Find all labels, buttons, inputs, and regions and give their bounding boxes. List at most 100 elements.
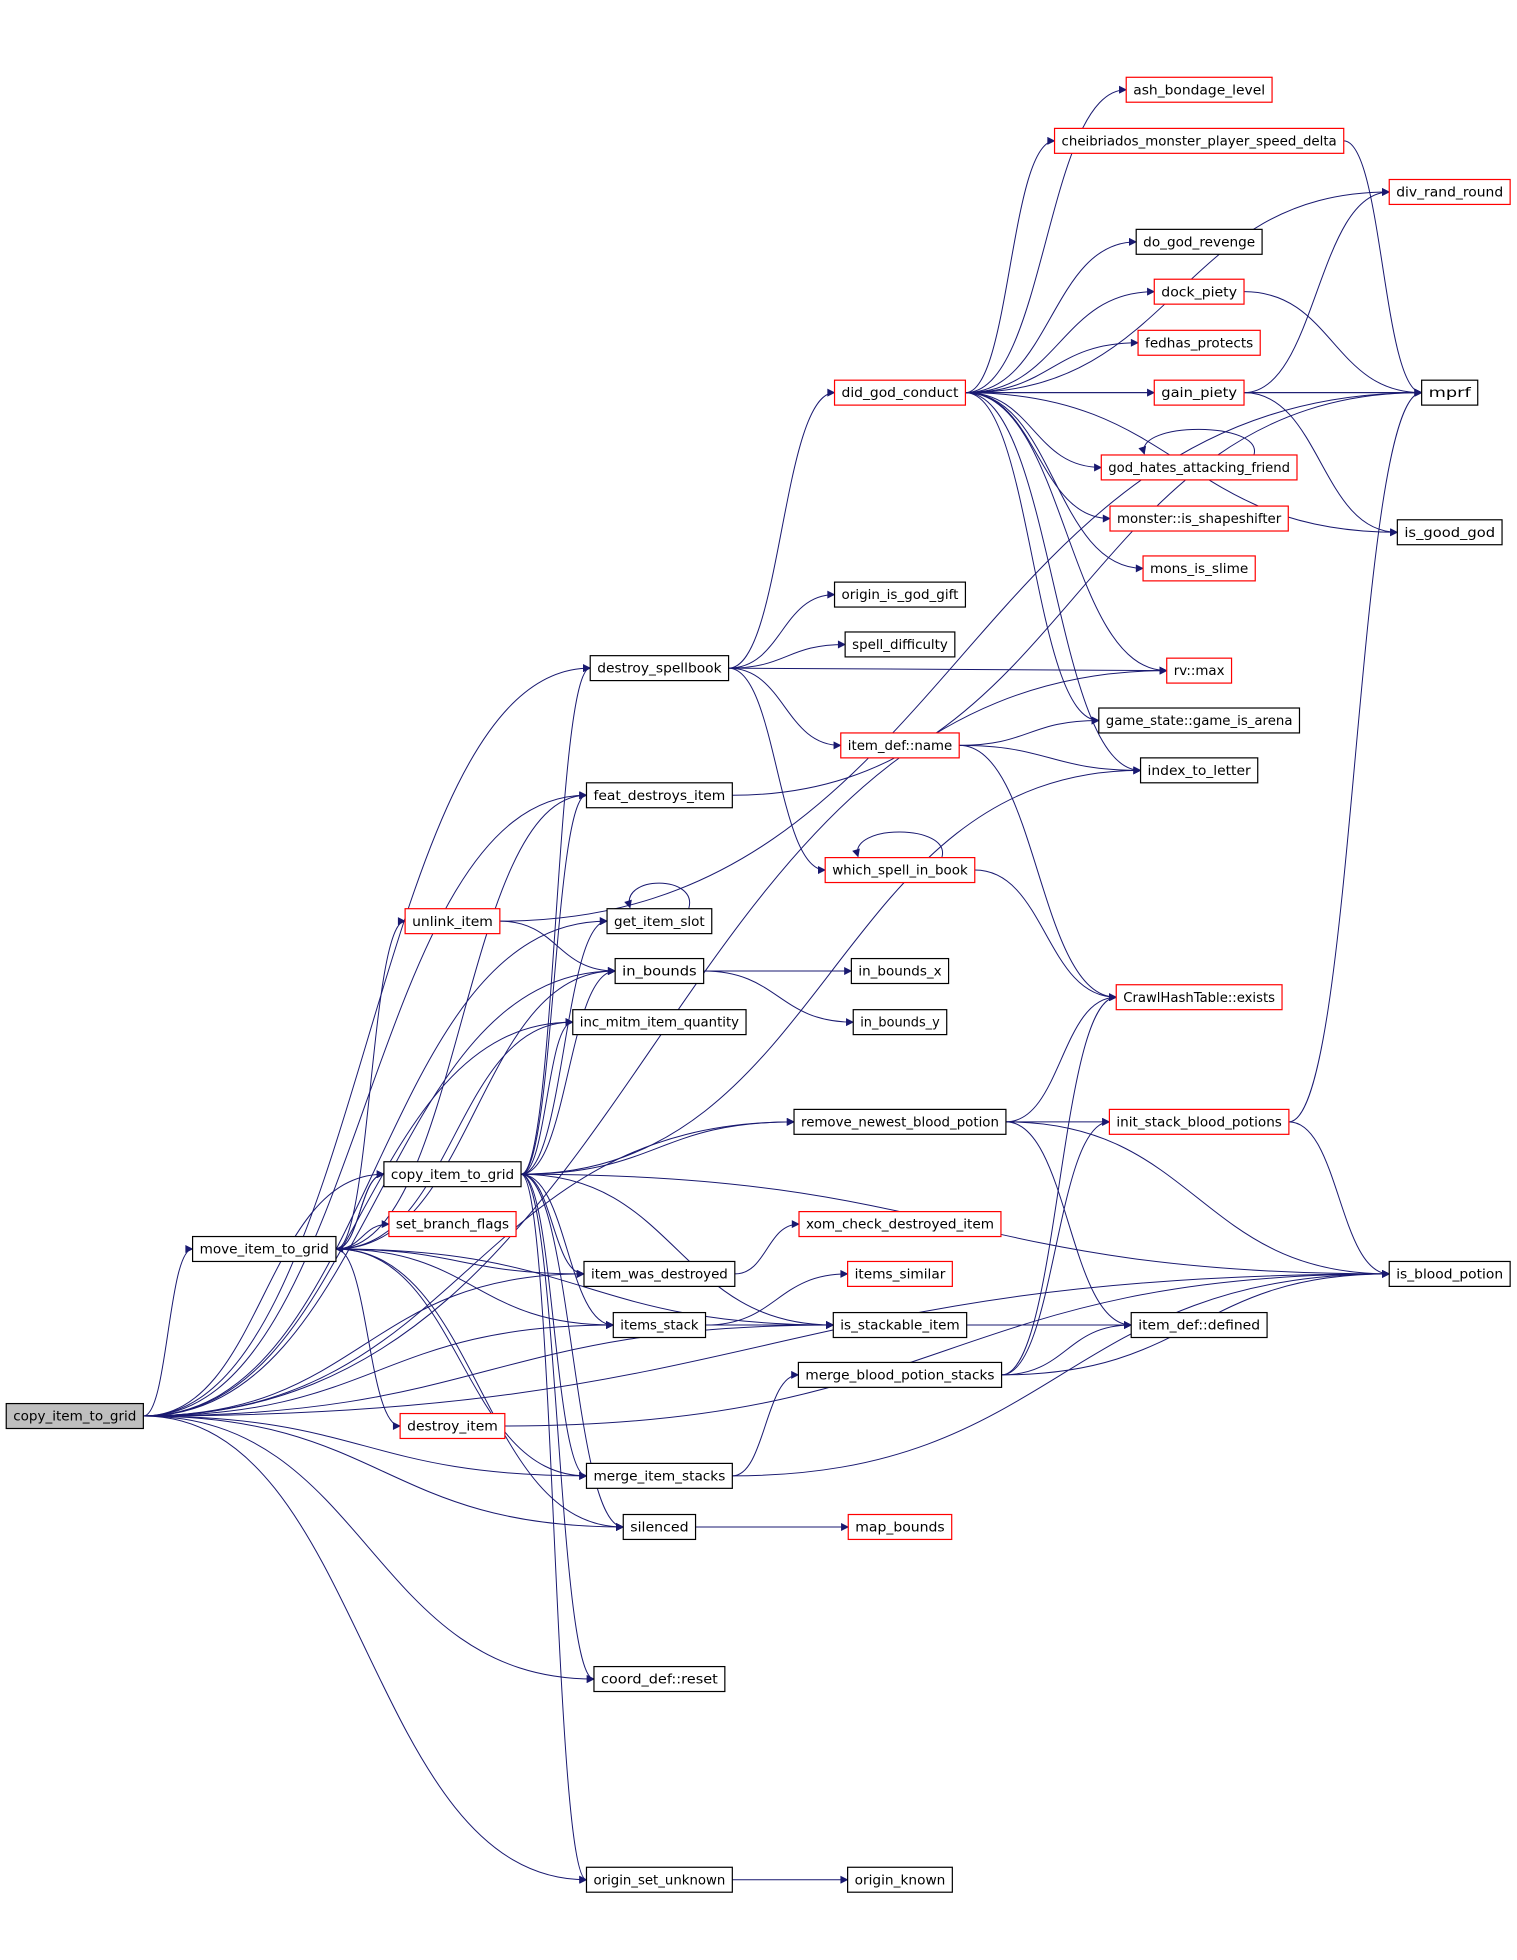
edge-move_item_to_grid-to-unlink_item	[335, 917, 406, 1250]
node-cheibriados[interactable]: cheibriados_monster_player_speed_delta	[1053, 127, 1345, 154]
node-box	[1100, 454, 1298, 481]
node-box	[1109, 505, 1289, 532]
node-box	[614, 957, 705, 985]
node-is-blood-potion[interactable]: is_blood_potion	[1388, 1260, 1511, 1287]
node-label: mons_is_slime	[1150, 562, 1248, 577]
node-box	[793, 1108, 1007, 1135]
node-mons-is-slime[interactable]: mons_is_slime	[1142, 555, 1256, 582]
node-box	[847, 1513, 953, 1541]
node-label: origin_set_unknown	[593, 1873, 725, 1888]
node-move-item-to-grid[interactable]: move_item_to_grid	[191, 1235, 337, 1263]
node-box	[606, 908, 713, 935]
edge-destroy_spellbook-to-did_god_conduct	[728, 388, 836, 669]
node-label: origin_known	[855, 1873, 946, 1888]
edge-root-to-silenced	[143, 1415, 625, 1531]
node-item-def-defined[interactable]: item_def::defined	[1130, 1311, 1268, 1339]
node-is-good-god[interactable]: is_good_god	[1396, 519, 1503, 546]
node-merge-item-stacks[interactable]: merge_item_stacks	[585, 1462, 733, 1489]
node-label: merge_blood_potion_stacks	[805, 1368, 994, 1383]
node-which-spell-in-book[interactable]: which_spell_in_book	[824, 856, 976, 884]
node-label: god_hates_attacking_friend	[1108, 461, 1290, 476]
node-label: items_similar	[855, 1268, 946, 1283]
node-spell-difficulty[interactable]: spell_difficulty	[844, 631, 956, 658]
node-label: do_god_revenge	[1143, 235, 1255, 250]
edge-did_god_conduct-to-cheibriados	[965, 136, 1056, 394]
node-fedhas-protects[interactable]: fedhas_protects	[1137, 329, 1261, 356]
node-origin-set-unknown[interactable]: origin_set_unknown	[585, 1866, 733, 1893]
node-box	[585, 782, 733, 809]
node-label: ash_bondage_level	[1133, 83, 1265, 98]
node-init-stack[interactable]: init_stack_blood_potions	[1108, 1108, 1290, 1135]
node-box	[1388, 1260, 1511, 1287]
edge-which_spell_in_book-to-which_spell_in_book	[852, 831, 943, 858]
node-box	[1115, 984, 1283, 1011]
node-box	[832, 1311, 968, 1339]
node-do-god-revenge[interactable]: do_god_revenge	[1135, 228, 1263, 255]
node-layer: copy_item_to_grid ash_bondage_levelcheibr…	[5, 76, 1511, 1893]
node-silenced[interactable]: silenced	[622, 1513, 697, 1541]
node-destroy-item[interactable]: destroy_item	[399, 1412, 506, 1440]
node-inc-mitm[interactable]: inc_mitm_item_quantity	[572, 1009, 747, 1036]
node-mprf[interactable]: mprf	[1421, 379, 1479, 406]
node-crawl-hash-exists[interactable]: CrawlHashTable::exists	[1115, 984, 1283, 1011]
node-destroy-spellbook[interactable]: destroy_spellbook	[589, 655, 730, 682]
node-map-bounds[interactable]: map_bounds	[847, 1513, 953, 1541]
edge-destroy_spellbook-to-origin_is_god_gift	[728, 590, 836, 669]
node-ash-bondage-level[interactable]: ash_bondage_level	[1125, 76, 1273, 103]
node-div-rand-round[interactable]: div_rand_round	[1388, 178, 1511, 206]
node-get-item-slot[interactable]: get_item_slot	[606, 908, 713, 935]
node-did-god-conduct[interactable]: did_god_conduct	[833, 379, 967, 406]
node-box	[1053, 127, 1345, 154]
edge-move_item_to_grid-to-feat_destroys_item	[335, 791, 588, 1250]
node-game-is-arena[interactable]: game_state::game_is_arena	[1098, 707, 1301, 734]
node-box	[833, 379, 967, 406]
node-copy-item-to-grid2[interactable]: copy_item_to_grid	[383, 1161, 522, 1188]
node-feat-destroys-item[interactable]: feat_destroys_item	[585, 782, 733, 809]
node-remove-newest[interactable]: remove_newest_blood_potion	[793, 1108, 1007, 1135]
edge-did_god_conduct-to-god_hates	[965, 392, 1103, 472]
node-in-bounds[interactable]: in_bounds	[614, 957, 705, 985]
node-item-def-name[interactable]: item_def::name	[840, 732, 960, 759]
edge-copy_item_to_grid2-to-is_stackable_item	[521, 1173, 835, 1330]
node-label: in_bounds	[622, 965, 697, 980]
edge-root-to-rv_max	[143, 666, 1168, 1417]
node-merge-blood[interactable]: merge_blood_potion_stacks	[797, 1361, 1003, 1388]
node-origin-known[interactable]: origin_known	[847, 1866, 953, 1893]
node-items-similar[interactable]: items_similar	[847, 1260, 953, 1287]
node-coord-def-reset[interactable]: coord_def::reset	[593, 1665, 726, 1693]
node-label: did_god_conduct	[842, 386, 959, 401]
node-in-bounds-x[interactable]: in_bounds_x	[850, 957, 950, 985]
node-label: monster::is_shapeshifter	[1117, 512, 1282, 527]
node-is-shapeshifter[interactable]: monster::is_shapeshifter	[1109, 505, 1289, 532]
node-box	[847, 1866, 953, 1893]
node-set-branch-flags[interactable]: set_branch_flags	[388, 1211, 517, 1238]
node-is-stackable-item[interactable]: is_stackable_item	[832, 1311, 968, 1339]
edge-root-to-feat_destroys_item	[143, 791, 588, 1417]
node-label: item_was_destroyed	[591, 1268, 728, 1283]
node-index-to-letter[interactable]: index_to_letter	[1139, 757, 1259, 784]
node-rv-max[interactable]: rv::max	[1166, 657, 1233, 684]
node-unlink-item[interactable]: unlink_item	[404, 908, 501, 935]
node-god-hates[interactable]: god_hates_attacking_friend	[1100, 454, 1298, 481]
node-box	[593, 1665, 726, 1693]
node-box	[852, 1009, 948, 1036]
edge-did_god_conduct-to-game_is_arena	[965, 392, 1100, 725]
edge-unlink_item-to-in_bounds	[499, 920, 616, 976]
edge-in_bounds-to-in_bounds_y	[703, 970, 855, 1027]
node-item-was-destroyed[interactable]: item_was_destroyed	[583, 1260, 736, 1287]
node-origin-is-god-gift[interactable]: origin_is_god_gift	[833, 581, 967, 608]
node-dock-piety[interactable]: dock_piety	[1153, 278, 1245, 305]
node-gain-piety[interactable]: gain_piety	[1153, 379, 1245, 406]
edge-remove_newest-to-crawl_hash_exists	[1005, 993, 1118, 1123]
node-label: destroy_item	[407, 1420, 498, 1435]
node-in-bounds-y[interactable]: in_bounds_y	[852, 1009, 948, 1036]
node-box	[1135, 228, 1263, 255]
edge-copy_item_to_grid2-to-feat_destroys_item	[520, 791, 588, 1175]
node-box	[5, 1402, 144, 1430]
node-box	[1130, 1311, 1268, 1339]
node-items-stack[interactable]: items_stack	[612, 1311, 707, 1339]
node-label: dock_piety	[1161, 285, 1237, 300]
edge-init_stack-to-mprf	[1288, 388, 1423, 1123]
node-xom-check[interactable]: xom_check_destroyed_item	[798, 1211, 1002, 1238]
node-box	[1108, 1108, 1290, 1135]
